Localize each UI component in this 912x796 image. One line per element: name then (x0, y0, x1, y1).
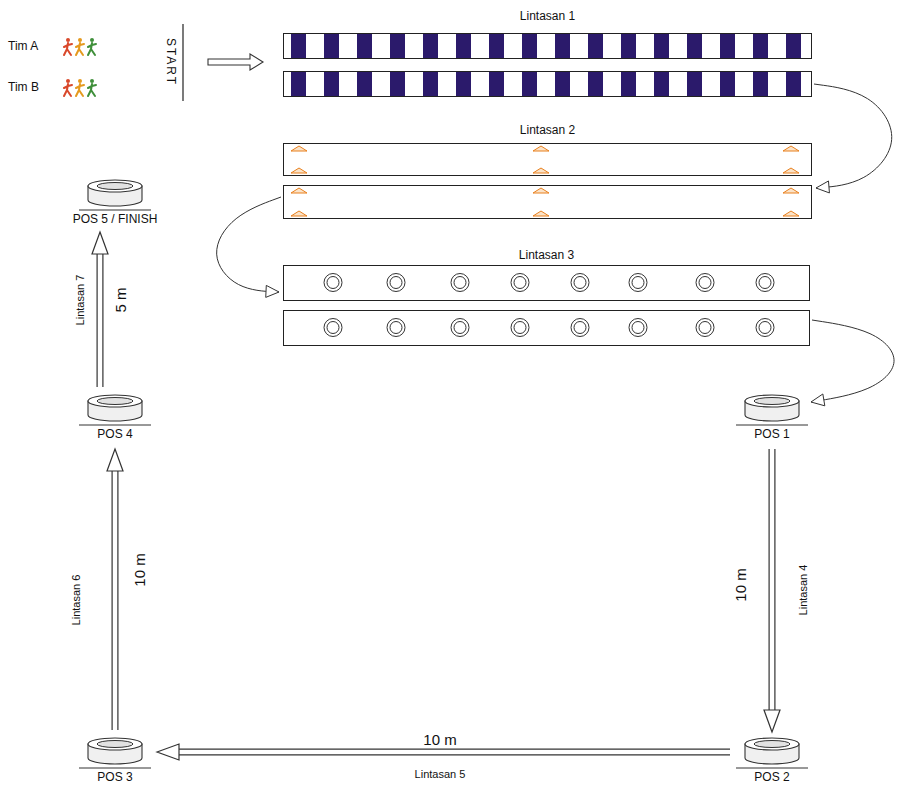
lane-title: Lintasan 2 (283, 122, 812, 138)
post-label: POS 2 (752, 770, 791, 784)
post-label: POS 3 (95, 770, 134, 784)
curved-arrow (217, 197, 281, 297)
post-tire: POS 4 (79, 393, 151, 441)
distance-label: 10 m (733, 568, 750, 601)
lane-bar (284, 266, 810, 301)
distance-arrow (92, 232, 108, 387)
tire-icon (79, 736, 151, 770)
lane-label: Lintasan 7 (74, 275, 86, 326)
track-lane: Lintasan 1 (283, 8, 812, 98)
distance-label: 5 m (113, 287, 130, 312)
tire-icon (79, 178, 151, 212)
distance-label: 10 m (423, 732, 456, 749)
lane-bar (284, 186, 812, 219)
post-label: POS 5 / FINISH (71, 212, 160, 226)
post-label: POS 4 (95, 427, 134, 441)
start-line (182, 24, 183, 101)
runner-icons (64, 38, 96, 96)
curved-arrow (811, 320, 894, 406)
lane-bar (284, 144, 812, 176)
lane-bar (284, 311, 810, 346)
team-label: Tim B (8, 81, 39, 94)
start-label: START (163, 38, 176, 86)
post-tire: POS 1 (736, 393, 808, 441)
lane-label: Lintasan 6 (70, 575, 82, 626)
track-lane: Lintasan 2 (283, 122, 812, 219)
distance-arrow (107, 449, 123, 730)
post-label: POS 1 (752, 427, 791, 441)
track-lane: Lintasan 3 (283, 247, 810, 346)
distance-arrow (764, 449, 780, 732)
lane-bar (284, 72, 812, 97)
tire-icon (736, 393, 808, 427)
lane-label: Lintasan 5 (415, 768, 466, 780)
lane-bar (284, 34, 812, 59)
tire-icon (79, 393, 151, 427)
tire-icon (736, 736, 808, 770)
post-tire: POS 3 (79, 736, 151, 784)
lane-label: Lintasan 4 (797, 565, 809, 616)
lane-title: Lintasan 3 (283, 247, 810, 263)
start-arrow (208, 54, 263, 70)
team-label: Tim A (8, 40, 38, 53)
post-tire: POS 2 (736, 736, 808, 784)
post-tire: POS 5 / FINISH (71, 178, 160, 226)
lane-title: Lintasan 1 (283, 8, 812, 24)
curved-arrow (814, 84, 892, 193)
distance-label: 10 m (132, 553, 149, 586)
